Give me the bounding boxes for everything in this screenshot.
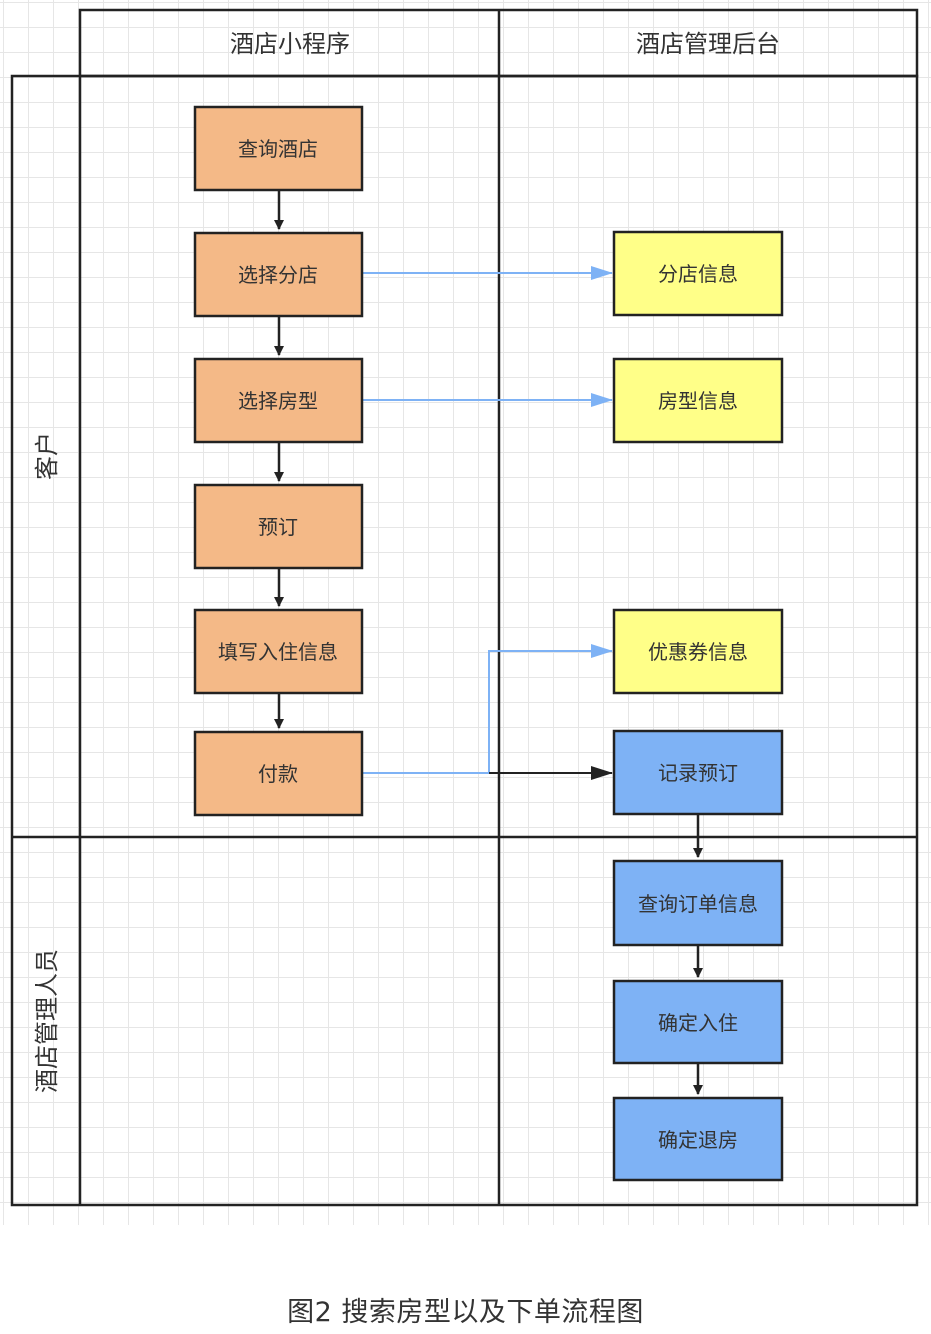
diagram-canvas: 酒店小程序 酒店管理后台 客户 酒店管理人员 — [10, 8, 919, 1207]
figure-caption: 图2 搜索房型以及下单流程图 — [287, 1297, 644, 1328]
backend-nodes: 分店信息 房型信息 优惠券信息 记录预订 查询订单信息 确定入住 — [612, 230, 784, 1182]
node-label: 房型信息 — [658, 389, 738, 413]
swimlane-frame — [10, 8, 919, 1207]
node-fill-checkin-info: 填写入住信息 — [193, 608, 364, 695]
cross-lane-arrows — [363, 266, 613, 774]
node-confirm-checkin: 确定入住 — [612, 979, 784, 1065]
node-label: 确定退房 — [658, 1128, 738, 1152]
node-label: 填写入住信息 — [218, 640, 338, 664]
node-query-order-info: 查询订单信息 — [612, 859, 784, 947]
node-room-info: 房型信息 — [612, 357, 784, 444]
node-label: 查询订单信息 — [638, 892, 758, 916]
node-select-branch: 选择分店 — [193, 231, 364, 318]
swimlane-diagram: 酒店小程序 酒店管理后台 客户 酒店管理人员 — [0, 0, 931, 1225]
node-label: 选择分店 — [238, 263, 318, 287]
node-record-booking: 记录预订 — [612, 729, 784, 816]
node-confirm-checkout: 确定退房 — [612, 1096, 784, 1182]
lanes-outer-border — [10, 74, 919, 1207]
column-header-miniprogram: 酒店小程序 — [230, 30, 350, 58]
node-reserve: 预订 — [193, 483, 364, 570]
node-branch-info: 分店信息 — [612, 230, 784, 317]
node-coupon-info: 优惠券信息 — [612, 608, 784, 695]
column-header-admin-backend: 酒店管理后台 — [636, 30, 780, 58]
node-label: 选择房型 — [238, 389, 318, 413]
node-label: 记录预订 — [658, 761, 738, 785]
node-label: 分店信息 — [658, 262, 738, 286]
node-label: 预订 — [258, 515, 298, 539]
node-query-hotel: 查询酒店 — [193, 105, 364, 192]
node-label: 优惠券信息 — [648, 640, 748, 664]
node-select-room: 选择房型 — [193, 357, 364, 444]
node-label: 查询酒店 — [238, 137, 318, 161]
node-label: 确定入住 — [658, 1011, 738, 1035]
miniprogram-nodes: 查询酒店 选择分店 选择房型 预订 填写入住信息 付款 — [193, 105, 364, 817]
node-pay: 付款 — [193, 730, 364, 817]
row-header-customer: 客户 — [33, 432, 61, 480]
row-header-hotel-staff: 酒店管理人员 — [33, 949, 61, 1093]
node-label: 付款 — [258, 762, 298, 786]
arrow-pay-to-coupon-info — [363, 644, 613, 774]
